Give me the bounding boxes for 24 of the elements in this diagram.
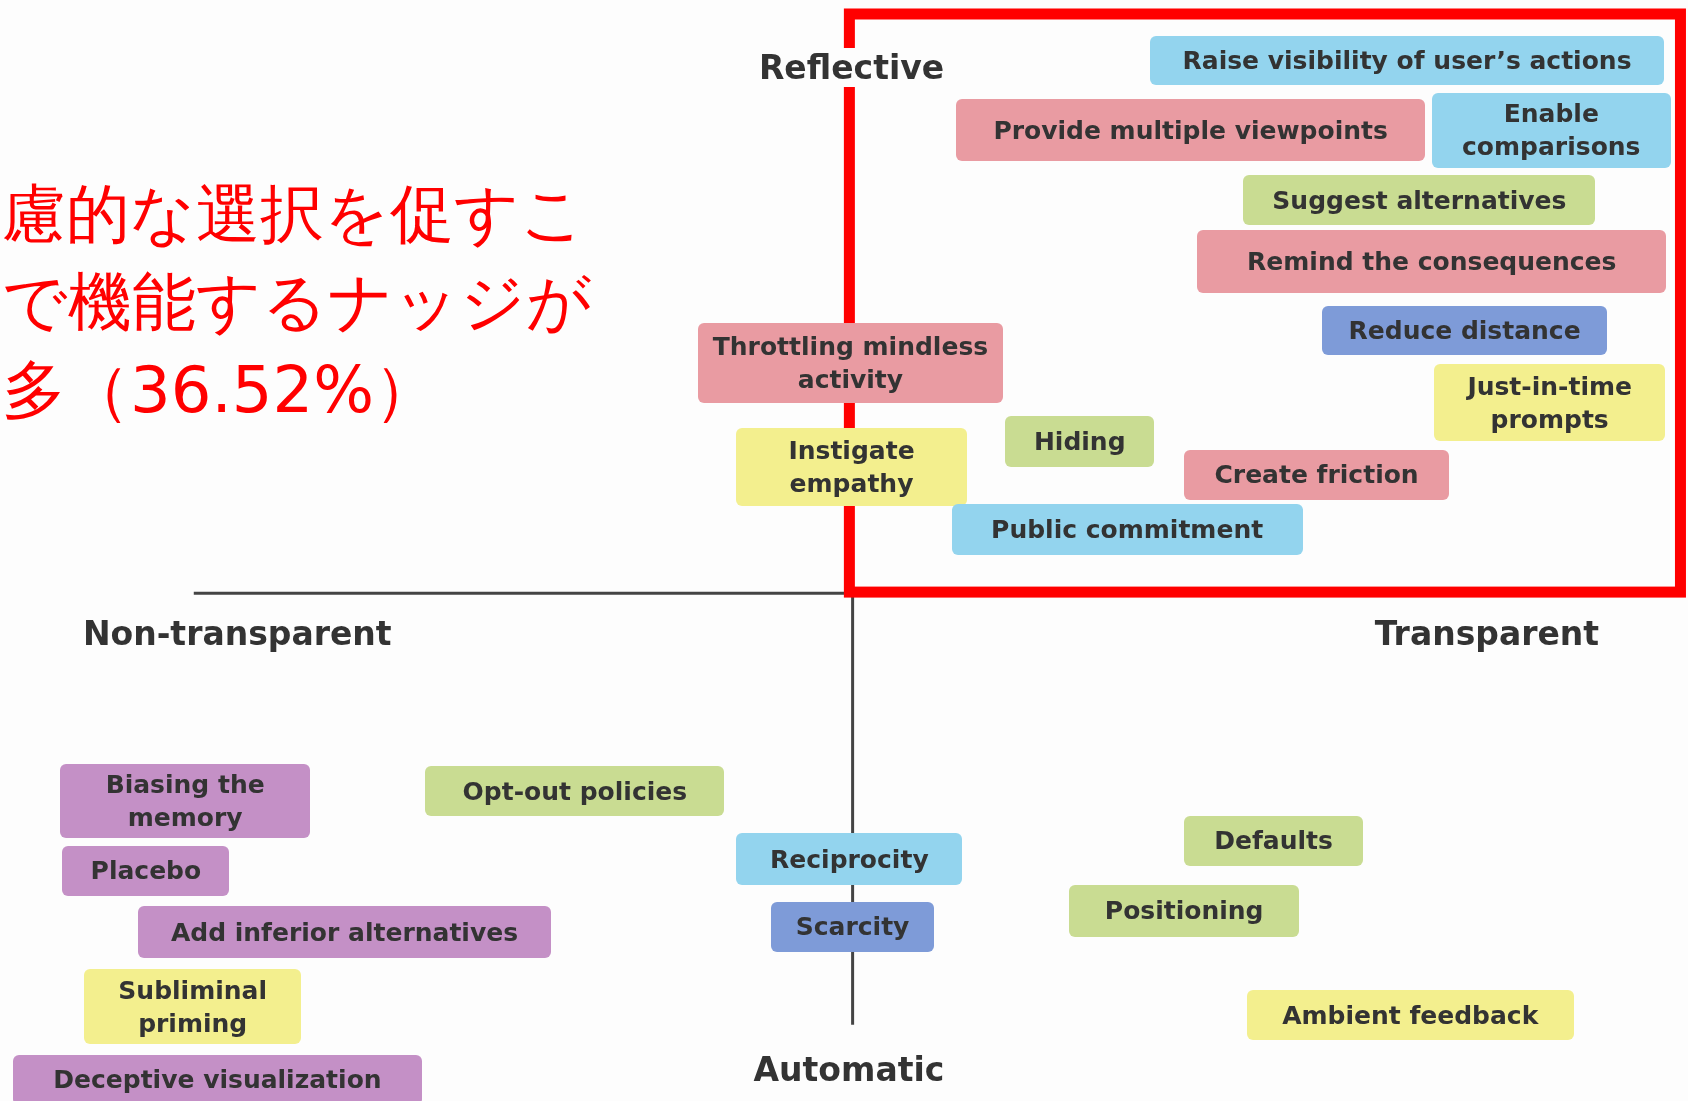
nudge-tag: Defaults — [1184, 816, 1363, 866]
nudge-tag: Ambient feedback — [1246, 990, 1574, 1040]
nudge-tag: Hiding — [1005, 415, 1154, 468]
nudge-tag: Throttling mindless activity — [697, 322, 1004, 403]
nudge-tag: Reciprocity — [736, 833, 963, 885]
nudge-tag: Opt-out policies — [425, 766, 725, 816]
nudge-tag: Provide multiple viewpoints — [955, 99, 1426, 162]
nudge-tag: Add inferior alternatives — [137, 906, 552, 959]
nudge-tag: Reduce distance — [1321, 305, 1608, 356]
nudge-tag: Just-in-time prompts — [1433, 363, 1666, 442]
nudge-tag: Scarcity — [770, 902, 935, 952]
annotation-text: 慮的な選択を促すこで機能するナッジが多（36.52%） — [2, 176, 593, 429]
nudge-tag: Enable comparisons — [1431, 92, 1671, 168]
nudge-tag: Public commitment — [951, 503, 1303, 556]
nudge-tag: Remind the consequences — [1197, 230, 1667, 293]
nudge-tag: Suggest alternatives — [1243, 175, 1596, 225]
nudge-tag: Biasing the memory — [60, 764, 311, 838]
nudge-tag: Deceptive visualization — [12, 1055, 422, 1101]
nudge-tag: Create friction — [1184, 450, 1449, 500]
nudge-tag: Placebo — [62, 846, 230, 896]
nudge-tag: Raise visibility of user’s actions — [1149, 35, 1665, 86]
nudge-tag: Subliminal priming — [83, 968, 302, 1045]
nudge-tag: Instigate empathy — [736, 428, 967, 506]
nudge-tag: Positioning — [1069, 884, 1300, 937]
